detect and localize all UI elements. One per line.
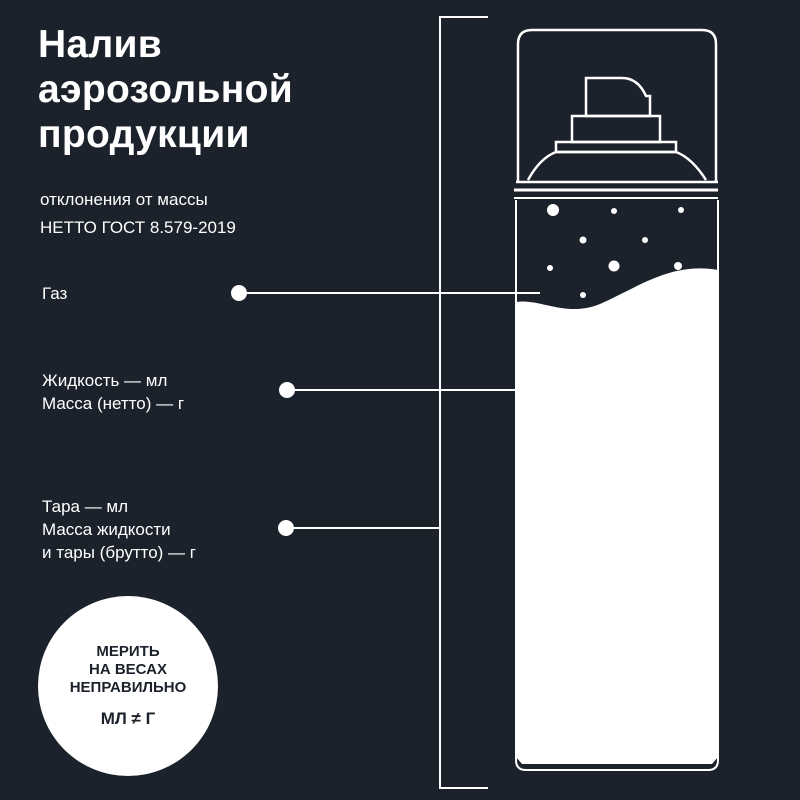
gross-mass-text-2: и тары (брутто) — г xyxy=(42,543,196,562)
net-mass-text: Масса (нетто) — г xyxy=(42,394,185,413)
liquid-volume-text: Жидкость — мл xyxy=(42,371,168,390)
gas-bubble xyxy=(642,237,648,243)
gas-bubble xyxy=(608,260,620,272)
measurement-bracket xyxy=(439,16,488,789)
gas-bubble xyxy=(579,236,587,244)
gas-bubble xyxy=(678,207,684,213)
liquid-label: Жидкость — мл Масса (нетто) — г xyxy=(42,369,184,415)
tare-label: Тара — мл Масса жидкости и тары (брутто)… xyxy=(42,495,196,564)
title-line-2: аэрозольной xyxy=(38,68,294,111)
gas-bubble xyxy=(674,262,682,270)
gas-bubble xyxy=(547,204,559,216)
gas-label: Газ xyxy=(42,282,67,305)
badge-text: МЕРИТЬ НА ВЕСАХ НЕПРАВИЛЬНО xyxy=(70,643,187,697)
gas-leader-dot xyxy=(231,285,247,301)
badge-line-3: НЕПРАВИЛЬНО xyxy=(69,679,187,696)
liquid-fill xyxy=(516,268,718,764)
gas-label-text: Газ xyxy=(42,284,68,303)
badge-formula: МЛ ≠ Г xyxy=(100,709,156,728)
nozzle-icon xyxy=(584,76,652,118)
gas-bubble xyxy=(547,265,553,271)
badge-line-2: НА ВЕСАХ xyxy=(89,661,167,678)
subtitle-line-1: отклонения от массы xyxy=(40,190,208,209)
can-body-outline xyxy=(515,200,719,771)
liquid-leader-dot xyxy=(279,382,295,398)
gas-bubble xyxy=(611,208,617,214)
title-line-1: Налив xyxy=(38,23,163,66)
valve-stem xyxy=(570,114,662,144)
subtitle: отклонения от массы НЕТТО ГОСТ 8.579-201… xyxy=(40,186,236,242)
badge-line-1: МЕРИТЬ xyxy=(96,643,160,660)
gross-mass-text-1: Масса жидкости xyxy=(42,520,171,539)
valve-dome xyxy=(526,150,708,181)
valve-collar xyxy=(554,140,678,154)
gas-bubble xyxy=(580,292,586,298)
title-line-3: продукции xyxy=(38,113,250,156)
subtitle-line-2: НЕТТО ГОСТ 8.579-2019 xyxy=(40,218,236,237)
can-cap xyxy=(516,28,718,182)
warning-badge: МЕРИТЬ НА ВЕСАХ НЕПРАВИЛЬНО МЛ ≠ Г xyxy=(38,596,218,776)
page-title: Налив аэрозольной продукции xyxy=(38,22,293,157)
gas-bubbles xyxy=(547,204,684,298)
tare-volume-text: Тара — мл xyxy=(42,497,129,516)
tare-leader-dot xyxy=(278,520,294,536)
